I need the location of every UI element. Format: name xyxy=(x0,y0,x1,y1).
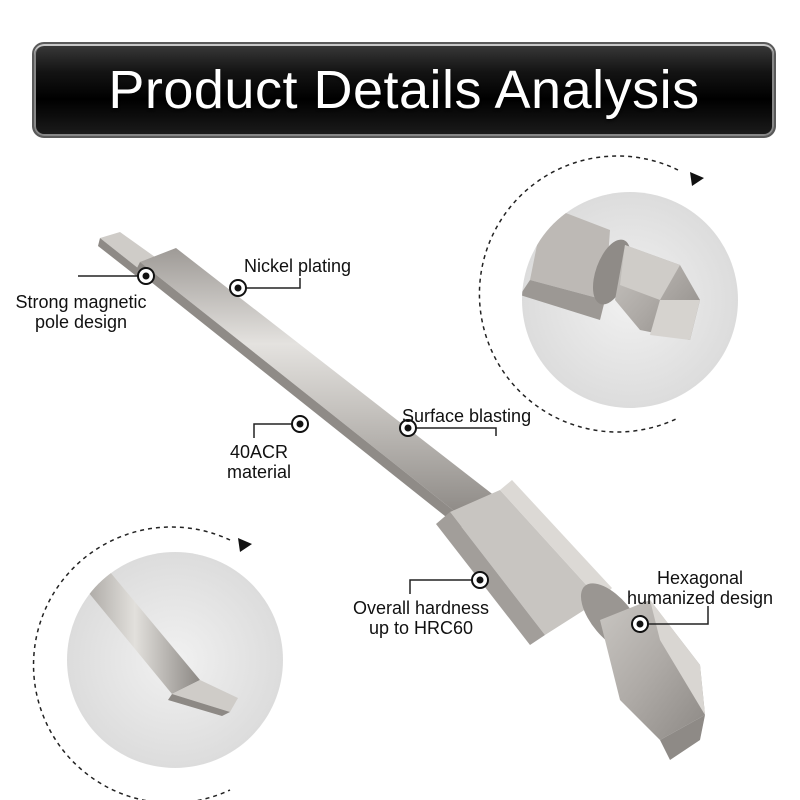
hex-end-zoom xyxy=(478,155,738,433)
callout-blasting-text: Surface blasting xyxy=(402,406,532,426)
leader-nickel xyxy=(238,278,301,289)
callout-hexagonal-line1: Hexagonal xyxy=(656,568,744,588)
callout-leaders xyxy=(78,275,709,625)
callout-hardness-line2: up to HRC60 xyxy=(368,618,474,638)
callout-hexagonal: Hexagonal humanized design xyxy=(610,568,790,608)
target-dot-icon xyxy=(229,279,247,297)
target-dot-icon xyxy=(291,415,309,433)
callout-hardness-line1: Overall hardness xyxy=(352,598,490,618)
title-banner: Product Details Analysis xyxy=(32,42,776,138)
callout-magnetic-line1: Strong magnetic xyxy=(15,292,147,312)
callout-material-line1: 40ACR xyxy=(229,442,289,462)
target-dot-icon xyxy=(399,419,417,437)
callout-magnetic-pole: Strong magnetic pole design xyxy=(6,292,156,332)
callout-hardness: Overall hardness up to HRC60 xyxy=(336,598,506,638)
target-dot-icon xyxy=(137,267,155,285)
callout-material-line2: material xyxy=(226,462,292,482)
leader-hexagonal xyxy=(640,606,709,625)
callout-nickel-plating: Nickel plating xyxy=(244,256,351,276)
callout-material: 40ACR material xyxy=(214,442,304,482)
banner-title: Product Details Analysis xyxy=(108,60,700,120)
callout-hexagonal-line2: humanized design xyxy=(626,588,774,608)
target-dot-icon xyxy=(471,571,489,589)
arrow-head-icon xyxy=(238,538,252,552)
target-markers xyxy=(137,267,649,633)
callout-magnetic-line2: pole design xyxy=(34,312,128,332)
callout-surface-blasting: Surface blasting xyxy=(402,406,531,426)
leader-blasting xyxy=(408,427,497,436)
leader-material xyxy=(253,423,300,438)
arrow-head-icon xyxy=(690,172,704,186)
callout-nickel-text: Nickel plating xyxy=(244,256,352,276)
screwdriver-bit xyxy=(98,232,705,760)
tip-zoom xyxy=(32,526,283,800)
target-dot-icon xyxy=(631,615,649,633)
leader-hardness xyxy=(409,579,480,594)
